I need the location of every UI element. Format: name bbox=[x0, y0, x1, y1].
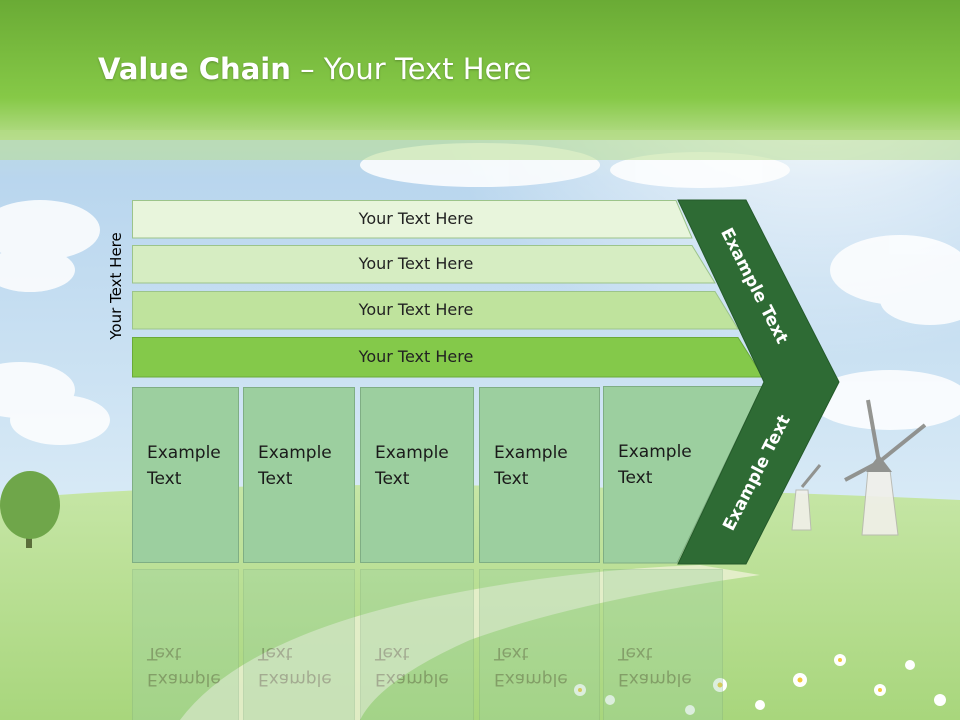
reflect-box-5-line1: Example bbox=[618, 669, 692, 689]
reflect-box-1-line1: Example bbox=[147, 669, 221, 689]
bar-1-label: Your Text Here bbox=[358, 209, 474, 228]
reflect-box-3-line1: Example bbox=[375, 669, 449, 689]
reflect-box-4-line1: Example bbox=[494, 669, 568, 689]
bar-2-label: Your Text Here bbox=[358, 254, 474, 273]
box-4-line1: Example bbox=[494, 443, 568, 463]
box-1-line2: Text bbox=[147, 469, 182, 489]
reflect-box-3-line2: Text bbox=[375, 643, 410, 663]
title-rest: – Your Text Here bbox=[290, 52, 532, 86]
reflect-box-5-line2: Text bbox=[618, 643, 653, 663]
title-bold: Value Chain bbox=[98, 52, 291, 86]
box-3-line1: Example bbox=[375, 443, 449, 463]
box-4-line2: Text bbox=[494, 469, 529, 489]
reflection: Example Text Example Text Example Text Exam… bbox=[0, 565, 960, 720]
box-2-line1: Example bbox=[258, 443, 332, 463]
box-5-line1: Example bbox=[618, 442, 692, 462]
vertical-label: Your Text Here bbox=[107, 232, 125, 340]
bar-3-label: Your Text Here bbox=[358, 300, 474, 319]
bar-4-label: Your Text Here bbox=[358, 347, 474, 366]
reflect-box-4-line2: Text bbox=[494, 643, 529, 663]
tree-icon bbox=[0, 471, 60, 548]
box-2-line2: Text bbox=[258, 469, 293, 489]
reflect-box-2-line1: Example bbox=[258, 669, 332, 689]
box-3-line2: Text bbox=[375, 469, 410, 489]
box-1-line1: Example bbox=[147, 443, 221, 463]
slide-title: Value Chain – Your Text Here bbox=[98, 52, 532, 86]
box-5-line2: Text bbox=[618, 468, 653, 488]
reflect-box-2-line2: Text bbox=[258, 643, 293, 663]
reflect-box-1-line2: Text bbox=[147, 643, 182, 663]
